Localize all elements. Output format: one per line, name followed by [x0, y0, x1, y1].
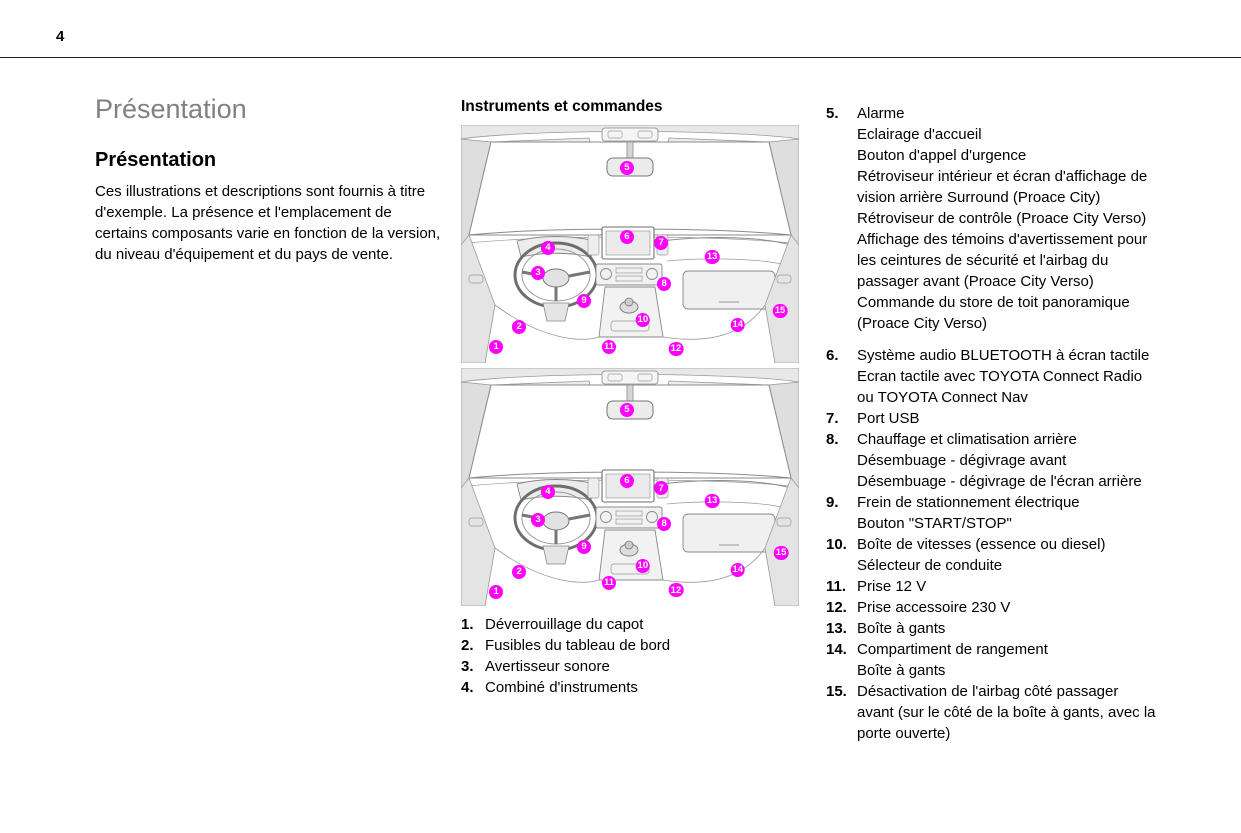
callout-badge: 2 — [512, 564, 527, 579]
page-number: 4 — [56, 28, 65, 45]
callout-badge: 9 — [577, 293, 592, 308]
legend-item-number: 9. — [826, 494, 839, 511]
callout-badge: 11 — [602, 575, 617, 590]
legend-item-text: Désactivation de l'airbag côté passager … — [857, 683, 1156, 742]
callout-badge: 3 — [531, 266, 546, 281]
callout-badge: 12 — [668, 341, 684, 356]
intro-paragraph: Ces illustrations et descriptions sont f… — [95, 183, 441, 263]
legend-item: 13. Boîte à gants — [826, 618, 1158, 639]
callout-badge: 8 — [657, 276, 672, 291]
callout-badge: 8 — [657, 516, 672, 531]
instruments-heading: Instruments et commandes — [461, 98, 663, 115]
legend-item-text: Prise accessoire 230 V — [857, 599, 1011, 616]
legend-item-number: 13. — [826, 620, 847, 637]
callout-badge: 1 — [489, 340, 504, 355]
legend-item-number: 1. — [461, 616, 474, 633]
callout-badge: 10 — [635, 312, 651, 327]
legend-item-number: 5. — [826, 105, 839, 122]
callout-badge: 15 — [772, 304, 788, 319]
callout-badge: 4 — [540, 241, 555, 256]
legend-item-number: 15. — [826, 683, 847, 700]
dashboard-illustration-top: 1 2 3 4 5 6 7 8 9 10 11 12 13 14 15 — [461, 125, 799, 363]
legend-item: 12. Prise accessoire 230 V — [826, 597, 1158, 618]
legend-item-number: 12. — [826, 599, 847, 616]
legend-item-text: Port USB — [857, 410, 920, 427]
legend-item-text: Avertisseur sonore — [485, 658, 610, 675]
legend-item-text: Prise 12 V — [857, 578, 927, 595]
header-divider — [0, 57, 1241, 58]
callout-badge: 11 — [602, 340, 617, 355]
callout-badge: 5 — [619, 402, 634, 417]
legend-item: 1. Déverrouillage du capot — [461, 614, 799, 635]
legend-item: 15. Désactivation de l'airbag côté passa… — [826, 681, 1158, 744]
legend-item: 10. Boîte de vitesses (essence ou diesel… — [826, 534, 1158, 576]
section-heading: Présentation — [95, 149, 217, 171]
callout-badge: 7 — [654, 236, 669, 251]
legend-item-text: Combiné d'instruments — [485, 679, 638, 696]
legend-item: 7. Port USB — [826, 408, 1158, 429]
legend-item: 3. Avertisseur sonore — [461, 656, 799, 677]
callout-badge: 14 — [730, 317, 746, 332]
callout-badge: 9 — [577, 539, 592, 554]
legend-item: 4. Combiné d'instruments — [461, 677, 799, 698]
legend-item-number: 11. — [826, 578, 847, 595]
chapter-title: Présentation — [95, 94, 247, 124]
legend-item-number: 10. — [826, 536, 847, 553]
callout-badge: 6 — [619, 473, 634, 488]
legend-item-number: 2. — [461, 637, 474, 654]
legend-item-number: 14. — [826, 641, 847, 658]
callout-badge: 12 — [668, 583, 684, 598]
legend-item: 2. Fusibles du tableau de bord — [461, 635, 799, 656]
callout-badge: 13 — [704, 493, 720, 508]
callout-badge: 6 — [619, 230, 634, 245]
legend-item-text: Boîte de vitesses (essence ou diesel)Sél… — [857, 536, 1106, 574]
legend-item-number: 7. — [826, 410, 839, 427]
legend-item-text: Boîte à gants — [857, 620, 946, 637]
callout-badge: 13 — [704, 250, 720, 265]
callout-badge: 1 — [489, 584, 504, 599]
callout-badge: 3 — [531, 512, 546, 527]
intro-column: Présentation Présentation Ces illustrati… — [95, 94, 447, 265]
callout-badge: 5 — [619, 161, 634, 176]
callout-badge: 2 — [512, 320, 527, 335]
legend-item-text: Fusibles du tableau de bord — [485, 637, 671, 654]
callout-badge: 7 — [654, 481, 669, 496]
callout-badge: 14 — [730, 562, 746, 577]
legend-list-primary: 1. Déverrouillage du capot 2. Fusibles d… — [461, 614, 799, 698]
legend-item-text: Déverrouillage du capot — [485, 616, 644, 633]
callout-badge: 10 — [635, 558, 651, 573]
legend-item-number: 8. — [826, 431, 839, 448]
legend-item: 6. Système audio BLUETOOTH à écran tacti… — [826, 345, 1158, 408]
legend-item: 11. Prise 12 V — [826, 576, 1158, 597]
dashboard-illustration-bottom: 1 2 3 4 5 6 7 8 9 10 11 12 13 14 15 — [461, 368, 799, 606]
callout-badge: 15 — [773, 545, 789, 560]
illustration-column: Instruments et commandes 1 2 3 4 5 6 7 8… — [461, 98, 799, 698]
legend-item-number: 3. — [461, 658, 474, 675]
legend-item-number: 4. — [461, 679, 474, 696]
legend-item-number: 6. — [826, 347, 839, 364]
callout-badge: 4 — [540, 484, 555, 499]
